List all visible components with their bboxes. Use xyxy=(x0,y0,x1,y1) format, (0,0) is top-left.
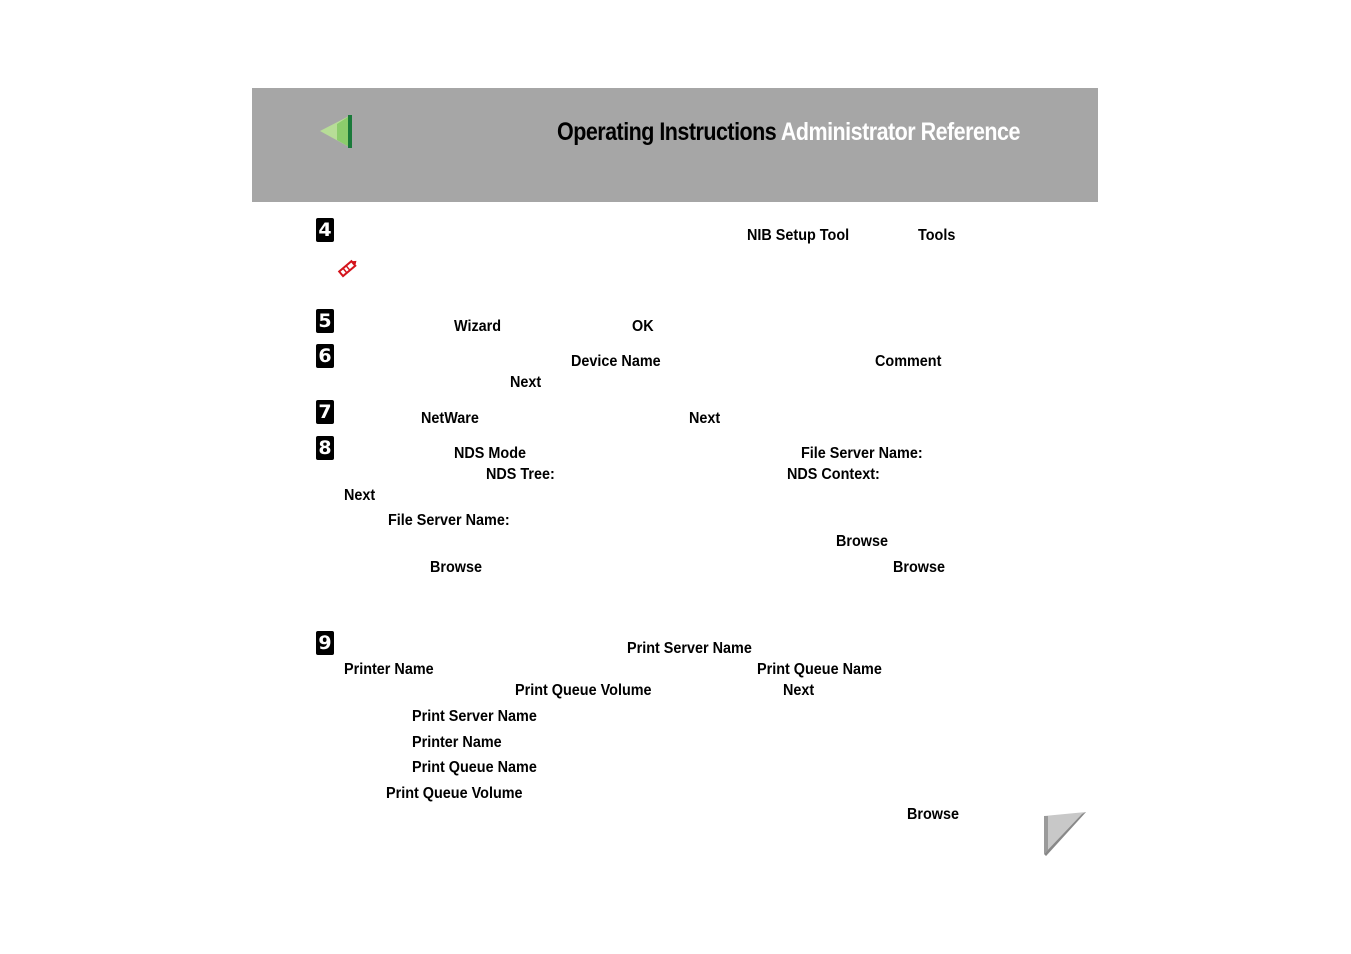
keyword-file-server-name: File Server Name: xyxy=(388,512,510,529)
step-number: 8 xyxy=(316,436,334,460)
step-number: 5 xyxy=(316,309,334,333)
page-header xyxy=(252,88,1098,202)
keyword-browse: Browse xyxy=(893,559,946,576)
keyword-nib-setup-tool: NIB Setup Tool xyxy=(747,227,850,244)
keyword-printer-name: Printer Name xyxy=(412,734,502,751)
keyword-browse: Browse xyxy=(836,533,889,550)
keyword-tools: Tools xyxy=(918,227,956,244)
keyword-comment: Comment xyxy=(875,353,942,370)
keyword-print-server-name: Print Server Name xyxy=(627,640,752,657)
keyword-print-queue-volume: Print Queue Volume xyxy=(515,682,652,699)
step-number: 7 xyxy=(316,400,334,424)
keyword-print-queue-name: Print Queue Name xyxy=(757,661,882,678)
keyword-next: Next xyxy=(783,682,815,699)
step-number: 6 xyxy=(316,344,334,368)
pencil-note-icon xyxy=(337,259,357,278)
keyword-next: Next xyxy=(344,487,376,504)
title-sub: Administrator Reference xyxy=(780,118,1021,146)
keyword-next: Next xyxy=(689,410,721,427)
keyword-ok: OK xyxy=(632,318,654,335)
keyword-nds-tree: NDS Tree: xyxy=(486,466,555,483)
keyword-printer-name: Printer Name xyxy=(344,661,434,678)
keyword-device-name: Device Name xyxy=(571,353,661,370)
keyword-print-queue-name: Print Queue Name xyxy=(412,759,537,776)
keyword-wizard: Wizard xyxy=(454,318,502,335)
keyword-print-queue-volume: Print Queue Volume xyxy=(386,785,523,802)
keyword-nds-context: NDS Context: xyxy=(787,466,880,483)
title-main: Operating Instructions xyxy=(557,118,777,146)
keyword-netware: NetWare xyxy=(421,410,479,427)
step-number: 4 xyxy=(316,218,334,242)
keyword-nds-mode: NDS Mode xyxy=(454,445,526,462)
back-arrow-icon[interactable] xyxy=(318,114,354,150)
keyword-next: Next xyxy=(510,374,542,391)
page-title: Operating Instructions Administrator Ref… xyxy=(557,118,1020,147)
keyword-browse: Browse xyxy=(907,806,960,823)
keyword-file-server-name: File Server Name: xyxy=(801,445,923,462)
keyword-browse: Browse xyxy=(430,559,483,576)
step-number: 9 xyxy=(316,631,334,655)
keyword-print-server-name: Print Server Name xyxy=(412,708,537,725)
page-curl-next-icon[interactable] xyxy=(1038,810,1090,858)
